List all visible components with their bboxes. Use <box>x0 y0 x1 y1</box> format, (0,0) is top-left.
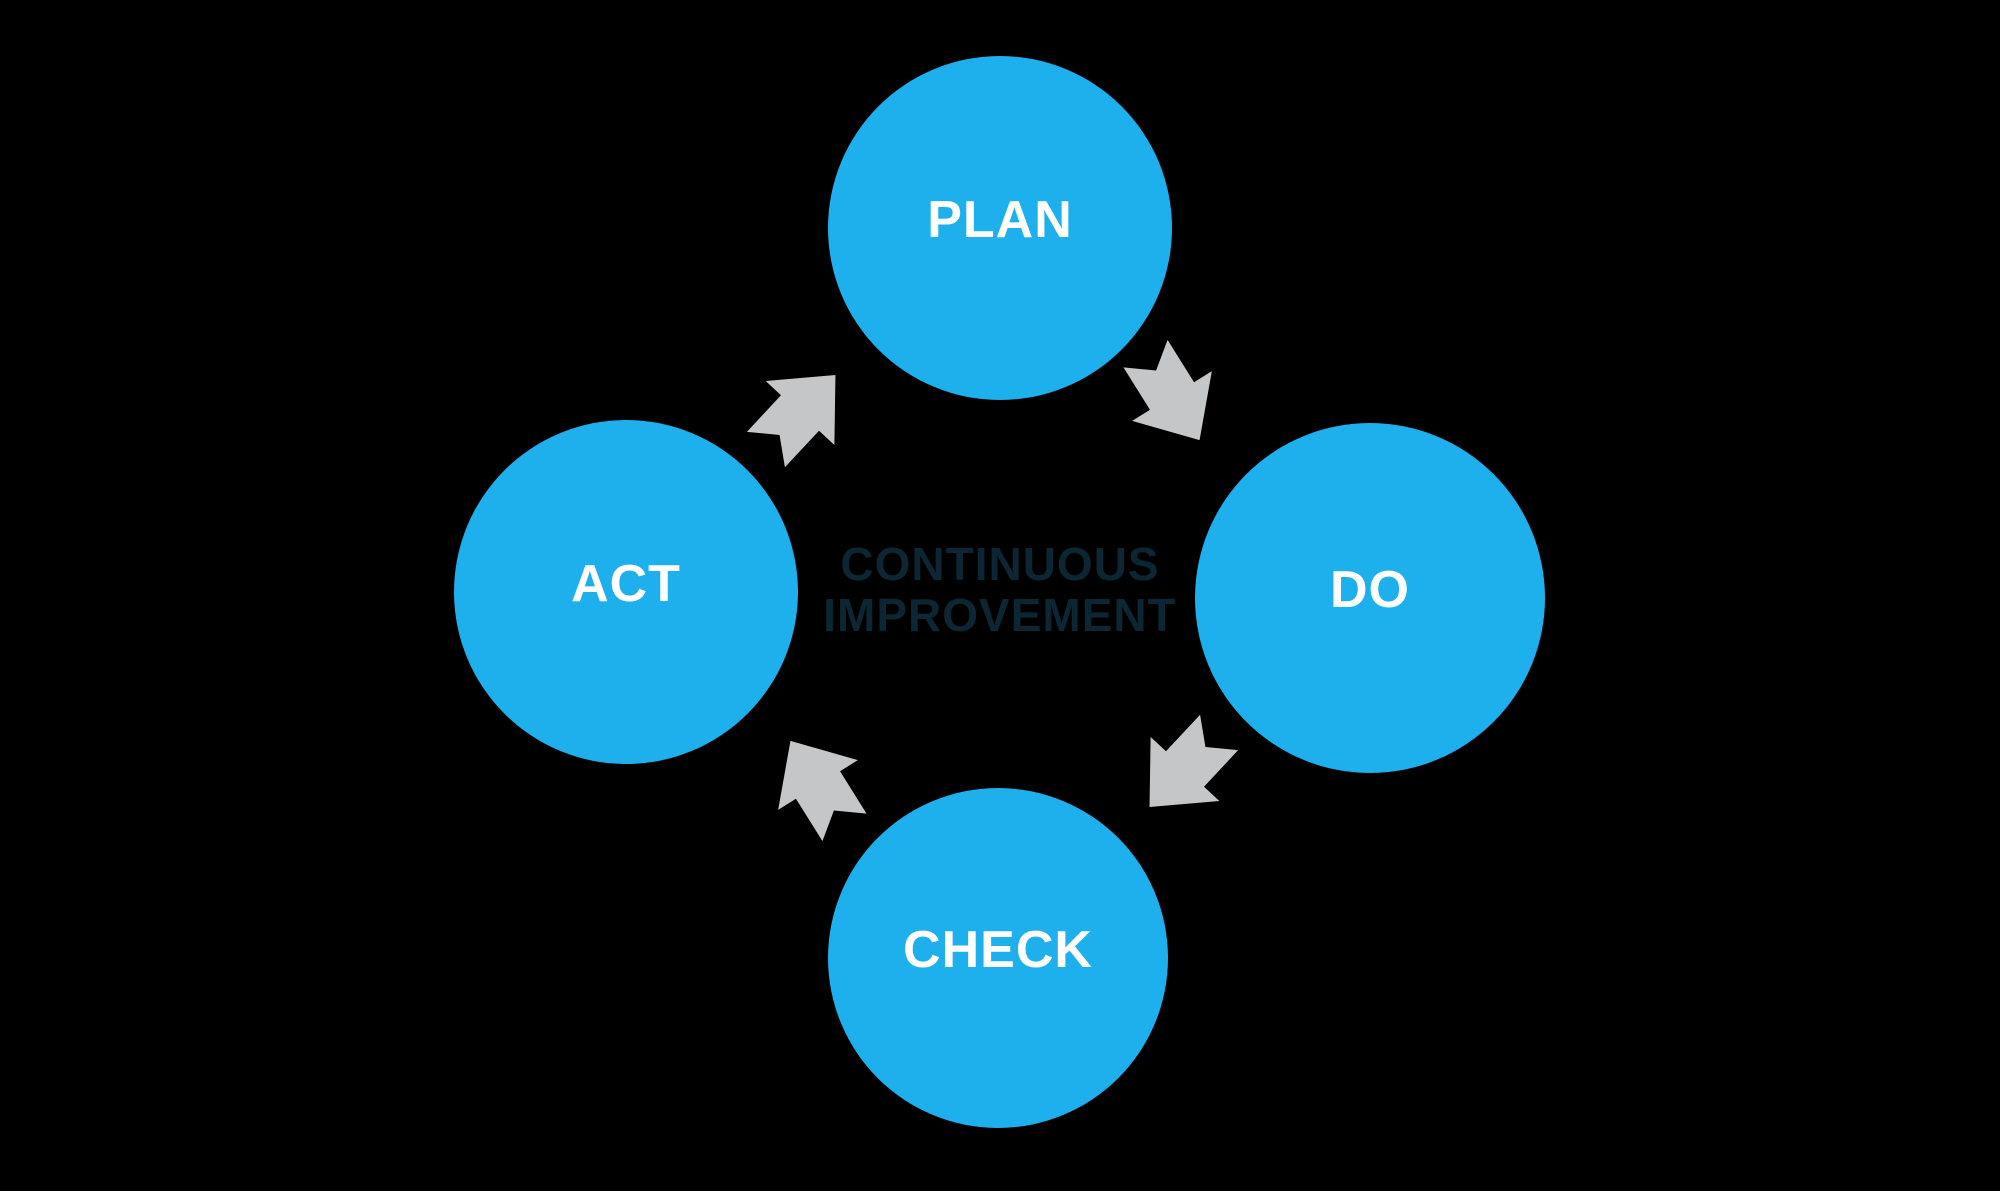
arrow-act-to-plan <box>746 374 836 468</box>
check-node: CHECK <box>828 788 1168 1128</box>
center-caption-line1: CONTINUOUS <box>840 538 1160 590</box>
plan-node: PLAN <box>828 56 1172 400</box>
arrow-plan-to-do <box>1123 339 1212 441</box>
center-caption-line2: IMPROVEMENT <box>823 589 1177 641</box>
do-node: DO <box>1195 423 1545 773</box>
plan-node-label: PLAN <box>927 191 1073 249</box>
do-node-label: DO <box>1330 561 1410 619</box>
arrow-do-to-check <box>1149 714 1239 808</box>
act-node-label: ACT <box>571 555 681 613</box>
center-caption: CONTINUOUS IMPROVEMENT <box>823 539 1176 641</box>
arrow-check-to-act <box>778 740 867 842</box>
act-node: ACT <box>454 420 798 764</box>
check-node-label: CHECK <box>903 921 1093 979</box>
